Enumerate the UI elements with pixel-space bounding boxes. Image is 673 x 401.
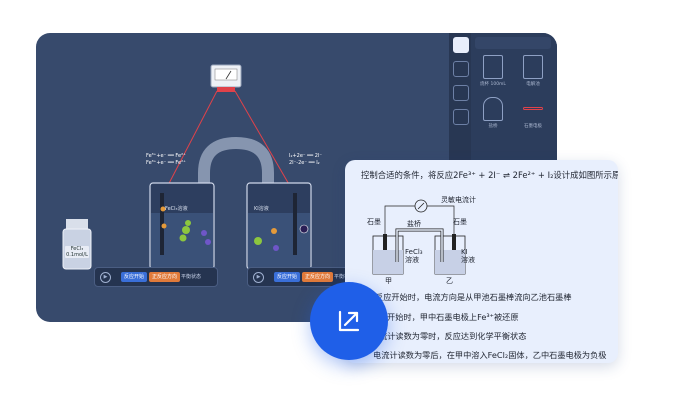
play-icon[interactable]: ▶ [100, 272, 111, 283]
palette-item[interactable]: 烧杯 100mL [475, 53, 511, 95]
galvanic-cell-diagram [372, 199, 466, 275]
open-external-button[interactable] [310, 282, 388, 360]
left-reaction-2: Fe³⁺+e⁻ ══ Fe²⁺ [146, 160, 186, 166]
control-equilibrium[interactable]: 平衡状态 [334, 274, 355, 280]
right-reaction-1: I₂+2e⁻ ══ 2I⁻ [289, 153, 323, 159]
question-card: 控制合适的条件，将反应2Fe³⁺ + 2I⁻ ⇌ 2Fe²⁺ + I₂设计成如图… [345, 160, 618, 363]
left-cell-label: 甲 [385, 277, 392, 285]
left-electrode-label: 石墨 [367, 218, 381, 226]
palette-search-input[interactable] [475, 37, 551, 49]
tab-electrode[interactable] [453, 61, 469, 77]
tab-tube[interactable] [453, 109, 469, 125]
option-c: 流计读数为零时，反应达到化学平衡状态 [379, 331, 527, 341]
palette-item[interactable]: 盐桥 [475, 95, 511, 137]
external-link-icon [338, 310, 360, 332]
right-beaker-label: KI溶液 [254, 206, 269, 212]
option-b: 开始时，甲中石墨电极上Fe³⁺被还原 [387, 312, 519, 322]
right-reaction-2: 2I⁻-2e⁻ ══ I₂ [289, 160, 320, 166]
tab-bottle[interactable] [453, 85, 469, 101]
left-solution-label: FeCl₃ 溶液 [405, 248, 423, 264]
right-solution-label: KI 溶液 [461, 248, 475, 264]
right-electrode-label: 石墨 [453, 218, 467, 226]
left-reaction-1: Fe³⁺+e⁻ ══ Fe²⁺ [146, 153, 186, 159]
meter-label: 灵敏电流计 [441, 196, 476, 204]
left-beaker-label: FeCl₃溶液 [165, 206, 188, 212]
control-start[interactable]: 反应开始 [274, 272, 301, 282]
palette-item[interactable]: 石墨电极 [515, 95, 551, 137]
salt-bridge-label: 盐桥 [407, 220, 421, 228]
right-control-bar[interactable]: ▶ 反应开始 正反应方向 平衡状态 [247, 267, 359, 287]
option-a: 反应开始时，电流方向是从甲池石墨棒流向乙池石墨棒 [375, 292, 572, 302]
palette-item[interactable]: 电解池 [515, 53, 551, 95]
control-forward[interactable]: 正反应方向 [149, 272, 181, 282]
tab-beaker[interactable] [453, 37, 469, 53]
option-d: 电流计读数为零后，在甲中溶入FeCl₂固体，乙中石墨电极为负极 [373, 350, 607, 360]
bottle-label: FeCl₃ 0.1mol/L [65, 246, 89, 258]
control-forward[interactable]: 正反应方向 [302, 272, 334, 282]
question-title: 控制合适的条件，将反应2Fe³⁺ + 2I⁻ ⇌ 2Fe²⁺ + I₂设计成如图… [361, 170, 618, 180]
left-control-bar[interactable]: ▶ 反应开始 正反应方向 平衡状态 [94, 267, 218, 287]
play-icon[interactable]: ▶ [253, 272, 264, 283]
control-start[interactable]: 反应开始 [121, 272, 148, 282]
right-cell-label: 乙 [446, 277, 453, 285]
control-equilibrium[interactable]: 平衡状态 [181, 274, 202, 280]
